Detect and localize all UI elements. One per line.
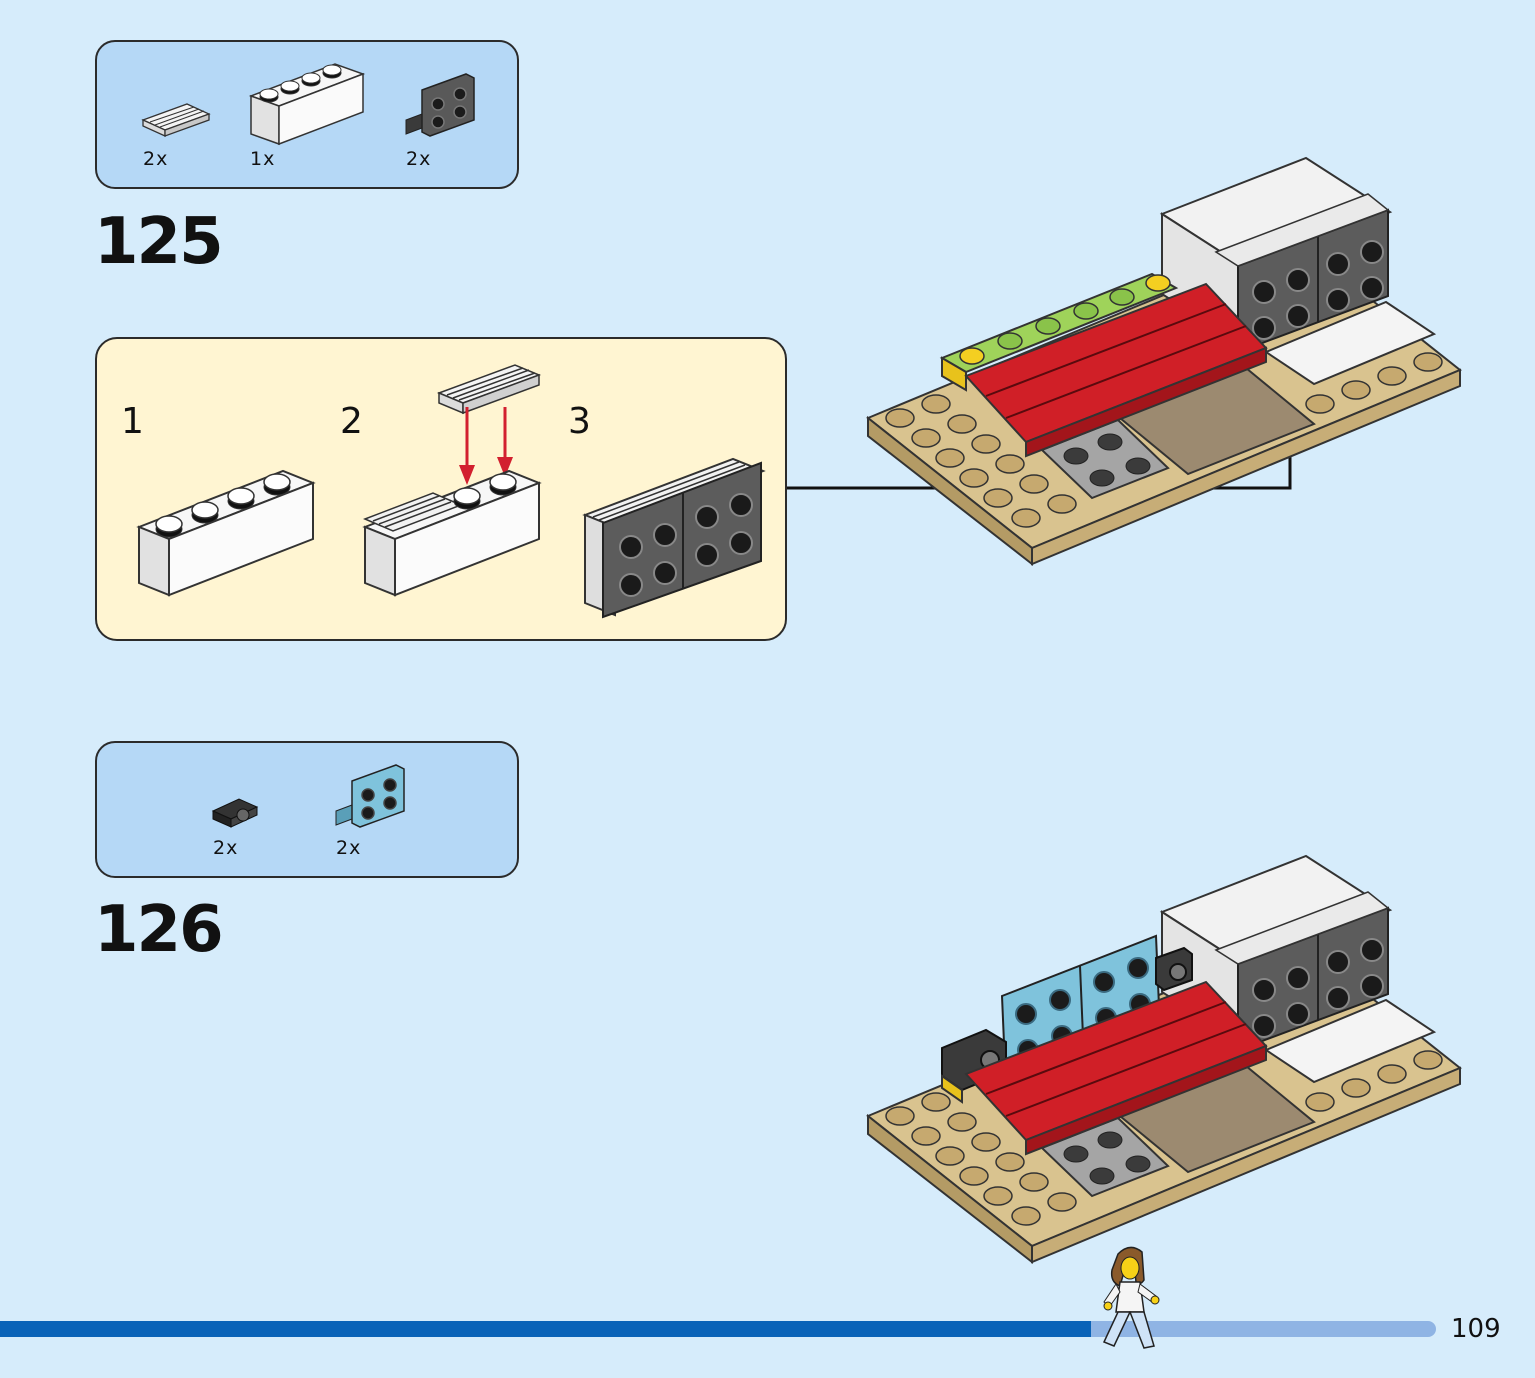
substep-number-3: 3 <box>568 401 591 442</box>
part-qty: 2x <box>406 148 432 170</box>
step-number-125: 125 <box>94 205 224 279</box>
parts-list-step-125: 2x 1x 2x <box>95 40 519 189</box>
progress-fill <box>0 1321 1091 1337</box>
sub-assembly-box: 1 2 3 <box>95 337 787 641</box>
model-step-125 <box>866 156 1462 567</box>
grille-tile-assembly-icon <box>436 364 542 415</box>
parts-list-step-126: 2x 2x <box>95 741 519 878</box>
black-clip-plate-icon <box>211 798 259 828</box>
part-qty: 2x <box>336 837 362 859</box>
part-qty: 2x <box>213 837 239 859</box>
substep-number-1: 1 <box>121 401 144 442</box>
step-number-126: 126 <box>94 893 224 967</box>
substep-number-2: 2 <box>340 401 363 442</box>
brick-with-tile-icon <box>362 469 542 597</box>
page-number: 109 <box>1451 1314 1501 1344</box>
white-brick-1x4-icon <box>136 469 316 597</box>
part-qty: 1x <box>250 148 276 170</box>
model-step-126 <box>866 854 1462 1265</box>
bracket-sub-assembly-icon <box>582 457 766 619</box>
part-qty: 2x <box>143 148 169 170</box>
dark-gray-bracket-plate-icon <box>405 73 475 137</box>
white-grille-tile-icon <box>141 103 211 138</box>
white-brick-1x4-icon <box>248 63 366 146</box>
minifigure-walking-icon <box>1102 1246 1160 1349</box>
insertion-arrow-icon <box>459 407 513 485</box>
light-blue-bracket-plate-icon <box>335 764 405 828</box>
